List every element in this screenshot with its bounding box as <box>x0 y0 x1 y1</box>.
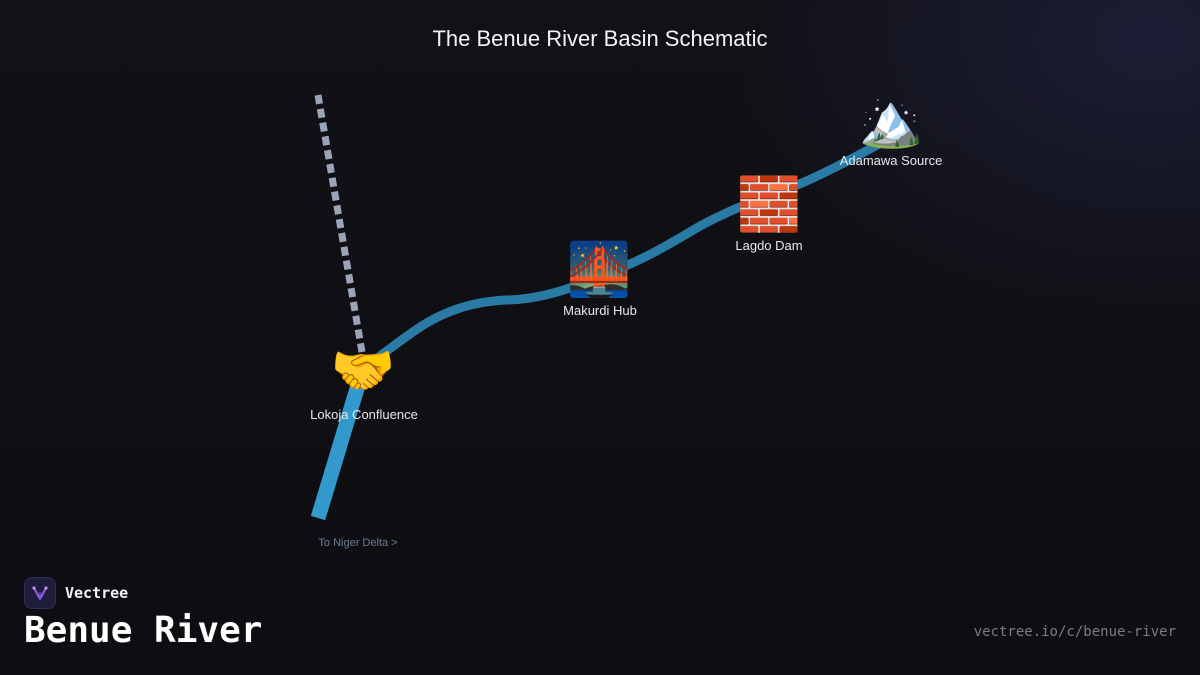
vectree-logo-icon <box>24 577 56 609</box>
node-lokoja-confluence: 🤝 Lokoja Confluence <box>310 342 418 422</box>
page-headline: Benue River <box>24 610 263 651</box>
outflow-label: To Niger Delta > <box>318 537 397 549</box>
source-url[interactable]: vectree.io/c/benue-river <box>973 624 1176 640</box>
lower-river-path <box>310 369 370 521</box>
benue-river-path <box>357 133 895 375</box>
bridge-at-night-icon: 🌉 <box>567 239 632 299</box>
node-makurdi-hub: 🌉 Makurdi Hub <box>563 239 637 318</box>
brand: Vectree <box>24 577 128 609</box>
diagram-title: The Benue River Basin Schematic <box>432 26 768 51</box>
node-lagdo-dam: 🧱 Lagdo Dam <box>735 174 802 253</box>
brand-name: Vectree <box>65 584 129 602</box>
node-label-lagdo-dam: Lagdo Dam <box>735 238 802 253</box>
brick-wall-icon: 🧱 <box>737 174 802 234</box>
mountain-icon: 🏔️ <box>859 92 924 150</box>
node-label-lokoja-confluence: Lokoja Confluence <box>310 407 418 422</box>
niger-river-dashed-line <box>314 94 366 353</box>
node-label-adamawa-source: Adamawa Source <box>840 153 943 168</box>
handshake-icon: 🤝 <box>331 342 396 400</box>
node-label-makurdi-hub: Makurdi Hub <box>563 303 637 318</box>
node-adamawa-source: 🏔️ Adamawa Source <box>840 92 943 168</box>
